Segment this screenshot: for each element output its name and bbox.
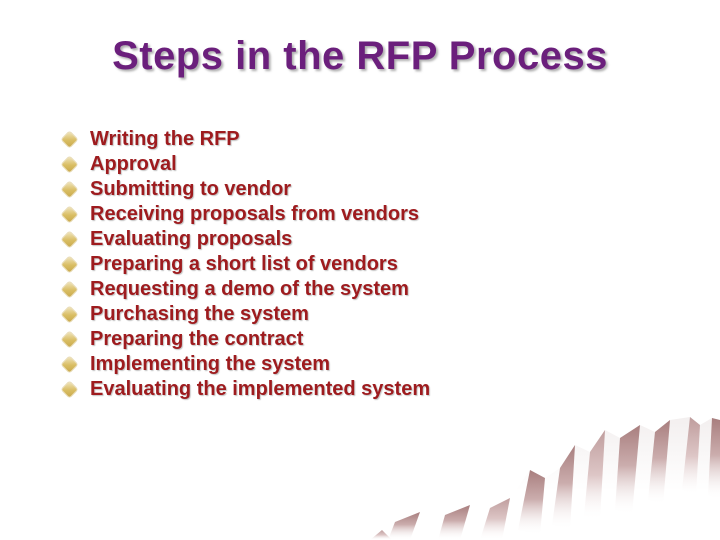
diamond-bullet-icon [61,306,78,323]
diamond-bullet-icon [61,331,78,348]
diamond-bullet-icon [61,281,78,298]
mountain-ridge-decoration [370,417,720,540]
diamond-bullet-icon [61,356,78,373]
bullet-text: Implementing the system [90,353,331,375]
diamond-bullet-icon [61,181,78,198]
bullet-text: Writing the RFP [90,128,240,150]
bullet-item: Approval [61,152,430,177]
bullet-item: Purchasing the system [61,302,430,327]
bullet-item: Evaluating proposals [61,227,430,252]
bullet-text: Approval [90,153,177,175]
diamond-bullet-icon [61,231,78,248]
bullet-item: Requesting a demo of the system [61,277,430,302]
bullet-text: Evaluating the implemented system [90,378,431,400]
bullet-item: Receiving proposals from vendors [61,202,430,227]
diamond-bullet-icon [61,381,78,398]
bullet-text: Receiving proposals from vendors [90,203,419,225]
bullet-item: Evaluating the implemented system [61,377,431,402]
bullet-text: Requesting a demo of the system [90,278,409,300]
bullet-item: Preparing the contract [61,327,430,352]
bullet-text: Preparing a short list of vendors [90,253,398,275]
bullet-item: Writing the RFP [61,127,430,152]
diamond-bullet-icon [61,206,78,223]
diamond-bullet-icon [61,256,78,273]
bullet-text: Preparing the contract [90,328,304,350]
bullet-text: Purchasing the system [90,303,309,325]
bullet-list: Writing the RFP Approval Submitting to v… [61,127,431,402]
bullet-item: Submitting to vendor [61,177,430,202]
bullet-text: Submitting to vendor [90,178,292,200]
slide-title: Steps in the RFP Process [112,34,608,78]
bullet-text: Evaluating proposals [90,228,293,250]
diamond-bullet-icon [61,156,78,173]
bullet-item: Preparing a short list of vendors [61,252,430,277]
diamond-bullet-icon [61,131,78,148]
bullet-item: Implementing the system [61,352,430,377]
